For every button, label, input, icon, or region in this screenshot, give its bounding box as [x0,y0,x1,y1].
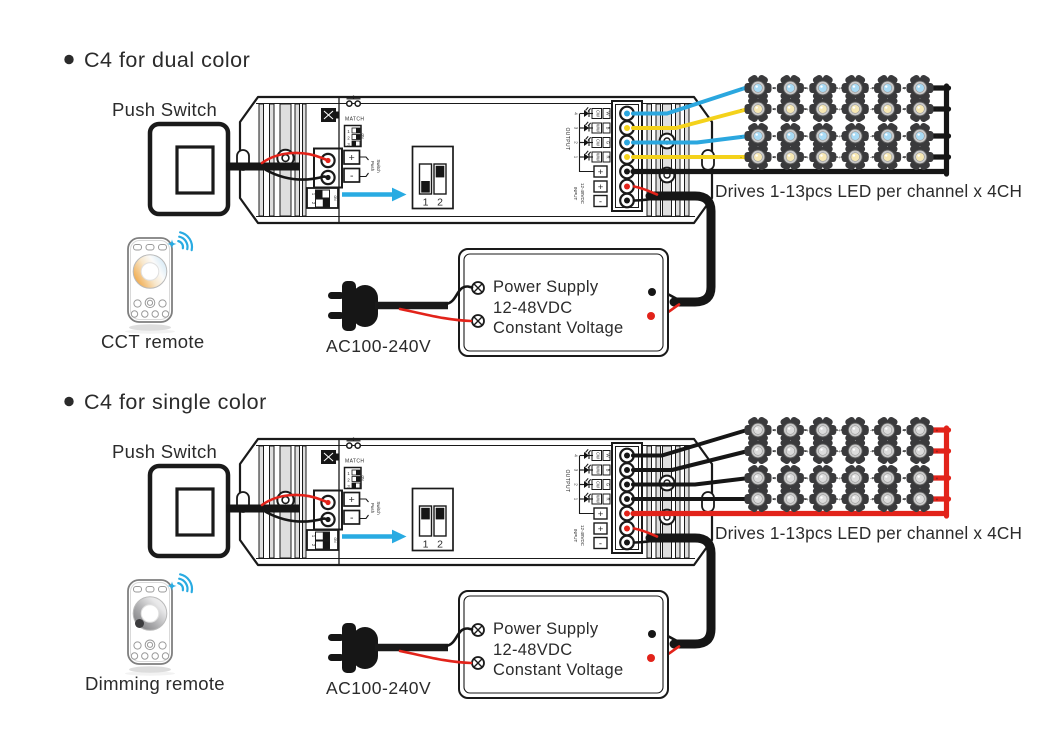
dip2-switch1 [322,532,330,540]
led-row-ch1 [740,485,938,513]
led-row-ch3 [740,437,938,465]
led-row-ch3 [740,95,938,123]
dip2-switch2 [322,199,330,207]
remote-label: Dimming remote [85,673,225,694]
dip2-zoom-switch2 [435,165,445,178]
terminal-dots [624,110,630,204]
push-switch-label: Push Switch [112,441,217,462]
led-row-ch4 [740,74,938,102]
dip2-zoom-switch2 [435,507,445,520]
cct-remote [124,237,176,335]
section-single-color: C4 for single color Push Switch Drives 1… [64,390,1022,698]
section-dual-color: C4 for dual color Push Switch Drives 1-1… [64,48,1022,356]
led-row-ch1 [740,143,938,171]
dip2-zoom-switch1 [421,181,430,193]
dip2-switch1 [316,190,323,198]
drives-label: Drives 1-13pcs LED per channel x 4CH [715,181,1022,201]
drives-label: Drives 1-13pcs LED per channel x 4CH [715,523,1022,543]
terminal-dots [624,452,630,546]
dip2-switch2 [322,541,330,549]
section-title: C4 for single color [84,390,267,414]
remote-label: CCT remote [101,331,204,352]
dim-wheel-knob [135,619,144,628]
push-switch-label: Push Switch [112,99,217,120]
led-row-ch4 [740,416,938,444]
section-title: C4 for dual color [84,48,250,72]
title-bullet [64,396,74,407]
title-bullet [64,54,74,65]
led-row-ch2 [740,122,938,150]
dimming-remote [124,579,176,677]
dip2-zoom-switch1 [421,507,430,520]
led-row-ch2 [740,464,938,492]
